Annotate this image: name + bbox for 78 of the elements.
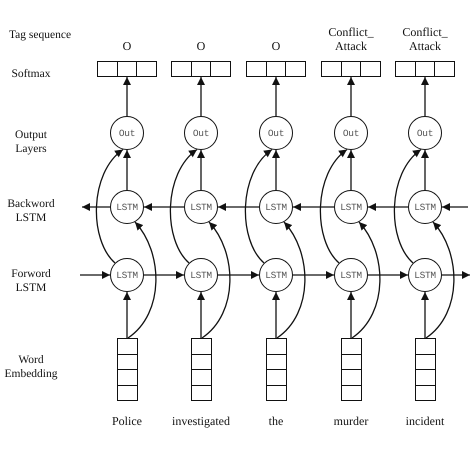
row-label: Word Embedding xyxy=(3,353,59,381)
tag-label: Conflict_ Attack xyxy=(401,25,449,53)
arrow xyxy=(272,150,280,190)
tag-label: O xyxy=(270,39,282,53)
lstm-cell-circle: LSTM xyxy=(184,258,218,292)
arrow xyxy=(352,222,380,338)
lstm-cell-circle: LSTM xyxy=(408,190,442,224)
softmax-vector xyxy=(321,61,381,77)
arrow xyxy=(123,292,131,338)
row-label: Forword LSTM xyxy=(10,267,52,295)
tag-label: O xyxy=(196,39,206,53)
embedding-vector xyxy=(340,338,362,401)
arrow xyxy=(347,77,355,116)
softmax-vector xyxy=(395,61,455,77)
embedding-vector xyxy=(266,338,286,401)
arrow xyxy=(272,77,280,116)
lstm-cell-circle: Out xyxy=(334,116,368,150)
arrow xyxy=(368,203,408,211)
arrow xyxy=(421,292,429,338)
lstm-cell-circle: LSTM xyxy=(259,190,293,224)
row-label: Backword LSTM xyxy=(6,197,56,225)
lstm-cell-circle: Out xyxy=(184,116,218,150)
lstm-cell-circle: LSTM xyxy=(110,258,144,292)
softmax-vector xyxy=(97,61,157,77)
arrow xyxy=(394,149,422,264)
embedding-vector xyxy=(116,338,138,401)
arrow xyxy=(202,222,230,338)
arrow xyxy=(170,149,198,264)
lstm-cell-circle: LSTM xyxy=(408,258,442,292)
embedding-vector xyxy=(190,338,212,401)
arrow xyxy=(272,292,280,338)
row-label: Output Layers xyxy=(14,128,48,156)
arrow xyxy=(197,292,205,338)
arrow xyxy=(197,77,205,116)
arrow xyxy=(347,292,355,338)
arrow xyxy=(293,203,334,211)
arrow xyxy=(144,203,184,211)
arrow xyxy=(368,271,408,279)
arrow xyxy=(442,203,468,211)
word-label: investigated xyxy=(171,414,231,428)
lstm-cell-circle: LSTM xyxy=(110,190,144,224)
arrow xyxy=(347,150,355,190)
arrow xyxy=(426,222,454,338)
arrow xyxy=(80,271,110,279)
softmax-vector xyxy=(171,61,231,77)
arrow xyxy=(197,150,205,190)
tag-label: Conflict_ Attack xyxy=(327,25,375,53)
arrow xyxy=(123,77,131,116)
embedding-vector xyxy=(414,338,436,401)
softmax-vector xyxy=(246,61,306,77)
arrow xyxy=(244,149,272,264)
arrow xyxy=(82,203,110,211)
arrow xyxy=(96,149,124,264)
lstm-cell-circle: LSTM xyxy=(184,190,218,224)
lstm-cell-circle: Out xyxy=(259,116,293,150)
tag-label: O xyxy=(122,39,132,53)
arrow xyxy=(218,203,259,211)
arrow xyxy=(421,150,429,190)
arrow xyxy=(144,271,184,279)
arrow xyxy=(320,149,348,264)
arrow xyxy=(123,150,131,190)
lstm-cell-circle: LSTM xyxy=(334,258,368,292)
lstm-cell-circle: Out xyxy=(110,116,144,150)
arrow xyxy=(276,222,306,338)
lstm-cell-circle: LSTM xyxy=(334,190,368,224)
row-label: Softmax xyxy=(10,67,52,81)
arrow xyxy=(128,222,156,338)
lstm-cell-circle: LSTM xyxy=(259,258,293,292)
lstm-cell-circle: Out xyxy=(408,116,442,150)
word-label: murder xyxy=(332,414,370,428)
row-label: Tag sequence xyxy=(8,28,72,42)
arrow xyxy=(442,271,470,279)
arrow xyxy=(421,77,429,116)
arrow xyxy=(293,271,334,279)
word-label: the xyxy=(268,414,284,428)
word-label: Police xyxy=(111,414,143,428)
arrow xyxy=(218,271,259,279)
word-label: incident xyxy=(404,414,446,428)
